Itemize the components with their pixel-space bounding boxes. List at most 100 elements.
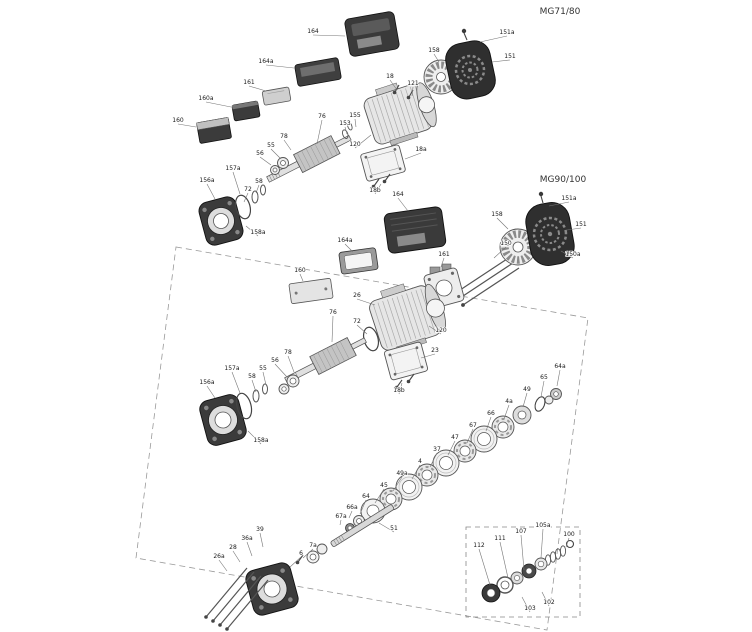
callout-leader-line xyxy=(344,243,354,253)
callout-leader-line xyxy=(522,392,528,408)
callout-leader-line xyxy=(496,217,509,230)
part-callout-164a: 164a xyxy=(258,58,273,65)
callout-leader-line xyxy=(404,152,422,160)
callout-leader-line xyxy=(521,596,531,613)
part-callout-18a: 18a xyxy=(415,146,427,153)
part-callout-150: 150 xyxy=(500,240,512,247)
part-callout-4: 4 xyxy=(418,458,422,465)
mg71-terminal-box-base xyxy=(196,117,232,144)
callout-leader-line xyxy=(540,528,544,559)
part-callout-39: 39 xyxy=(256,526,264,533)
pump-head-staybolts xyxy=(204,567,269,631)
part-callout-18b: 18b xyxy=(369,187,381,194)
callout-leader-line xyxy=(411,464,421,480)
part-callout-76: 76 xyxy=(329,309,337,316)
impeller xyxy=(491,415,515,439)
seal-carrier-disc xyxy=(512,405,532,425)
callout-leader-line xyxy=(177,123,197,128)
callout-leader-line xyxy=(274,363,288,378)
callout-leader-line xyxy=(356,298,376,306)
callout-leader-line xyxy=(428,325,442,335)
part-callout-64a: 64a xyxy=(554,363,566,370)
callout-leader-line xyxy=(251,379,257,393)
mg90-terminal-box-cover xyxy=(383,206,447,254)
callout-leader-line xyxy=(479,35,508,43)
part-callout-7a: 7a xyxy=(309,542,317,549)
part-callout-160a: 160a xyxy=(198,95,213,102)
callout-leader-line xyxy=(354,118,357,128)
callout-leader-line xyxy=(478,548,491,586)
mg71-circlips xyxy=(251,184,266,204)
part-callout-157a: 157a xyxy=(224,365,239,372)
part-callout-49: 49 xyxy=(523,386,531,393)
callout-leader-line xyxy=(485,416,492,432)
mg90-fan-cover xyxy=(525,202,575,266)
callout-leader-line xyxy=(389,79,398,91)
shaft-seal-rings xyxy=(481,557,548,603)
part-callout-120: 120 xyxy=(349,141,361,148)
explosion-boundary xyxy=(135,246,589,631)
part-callout-18b: 18b xyxy=(393,387,405,394)
callout-leader-line xyxy=(270,148,281,159)
part-callout-23: 23 xyxy=(431,347,439,354)
callout-leader-line xyxy=(262,371,267,386)
mg90-stator-housing xyxy=(369,283,447,353)
callout-leader-line xyxy=(243,192,249,203)
callout-leader-line xyxy=(566,227,582,231)
part-callout-78: 78 xyxy=(284,349,292,356)
part-callout-58: 58 xyxy=(255,178,263,185)
part-callout-6: 6 xyxy=(299,550,303,557)
mg71-connector-block xyxy=(231,100,261,122)
part-callout-151a: 151a xyxy=(499,29,514,36)
part-callout-156a: 156a xyxy=(199,379,214,386)
part-callout-67: 67 xyxy=(469,422,477,429)
callout-leader-line xyxy=(556,369,561,387)
callout-leader-line xyxy=(348,510,353,519)
part-callout-72: 72 xyxy=(244,186,252,193)
part-callout-26: 26 xyxy=(353,292,361,299)
impeller xyxy=(453,439,477,463)
callout-leader-line xyxy=(503,404,510,420)
callout-leader-line xyxy=(499,541,509,579)
part-callout-155: 155 xyxy=(349,112,361,119)
part-callout-112: 112 xyxy=(473,542,485,549)
mg71-terminal-block xyxy=(261,86,292,106)
callout-leader-line xyxy=(316,119,323,145)
mg90-motor-flange xyxy=(199,394,247,446)
callout-leader-line xyxy=(491,59,511,63)
chamber xyxy=(395,473,423,501)
part-callout-151a: 151a xyxy=(561,195,576,202)
mg90-circlips xyxy=(252,383,268,403)
mg90-end-plate xyxy=(383,341,429,381)
callout-leader-line xyxy=(374,183,382,195)
callout-leader-line xyxy=(565,537,570,548)
mg90-terminal-gasket xyxy=(338,247,379,275)
callout-leader-line xyxy=(289,556,302,568)
part-callout-47: 47 xyxy=(451,434,459,441)
mg90-terminal-plate xyxy=(288,278,334,304)
part-callout-161: 161 xyxy=(243,79,255,86)
callout-leader-line xyxy=(411,86,414,97)
callout-leader-line xyxy=(540,380,545,398)
callout-leader-line xyxy=(206,183,216,200)
seal-detail-inset-box xyxy=(465,526,581,618)
part-callout-160: 160 xyxy=(172,117,184,124)
diagram-title-mg90-100: MG90/100 xyxy=(540,175,587,185)
mg90-fan-cover-screw xyxy=(538,191,544,204)
part-callout-66: 66 xyxy=(487,410,495,417)
part-callout-107: 107 xyxy=(515,528,527,535)
part-callout-49a: 49a xyxy=(396,470,408,477)
callout-leader-line xyxy=(520,534,525,571)
part-callout-26a: 26a xyxy=(213,553,225,560)
shaft-end-rings xyxy=(306,543,328,564)
callout-layer: 164164a161160a16018121158151a15112076153… xyxy=(171,27,587,613)
mg71-terminal-box-cover xyxy=(344,11,400,57)
part-callout-102: 102 xyxy=(543,599,555,606)
mg71-motor-flange xyxy=(198,196,244,246)
shaft-seal-small-o-ring xyxy=(565,539,575,549)
callout-leader-line xyxy=(344,126,348,135)
part-callout-4a: 4a xyxy=(505,398,513,405)
mg90-plate-screws xyxy=(394,373,415,390)
callout-leader-line xyxy=(265,64,295,69)
mg71-bearing xyxy=(270,157,289,175)
